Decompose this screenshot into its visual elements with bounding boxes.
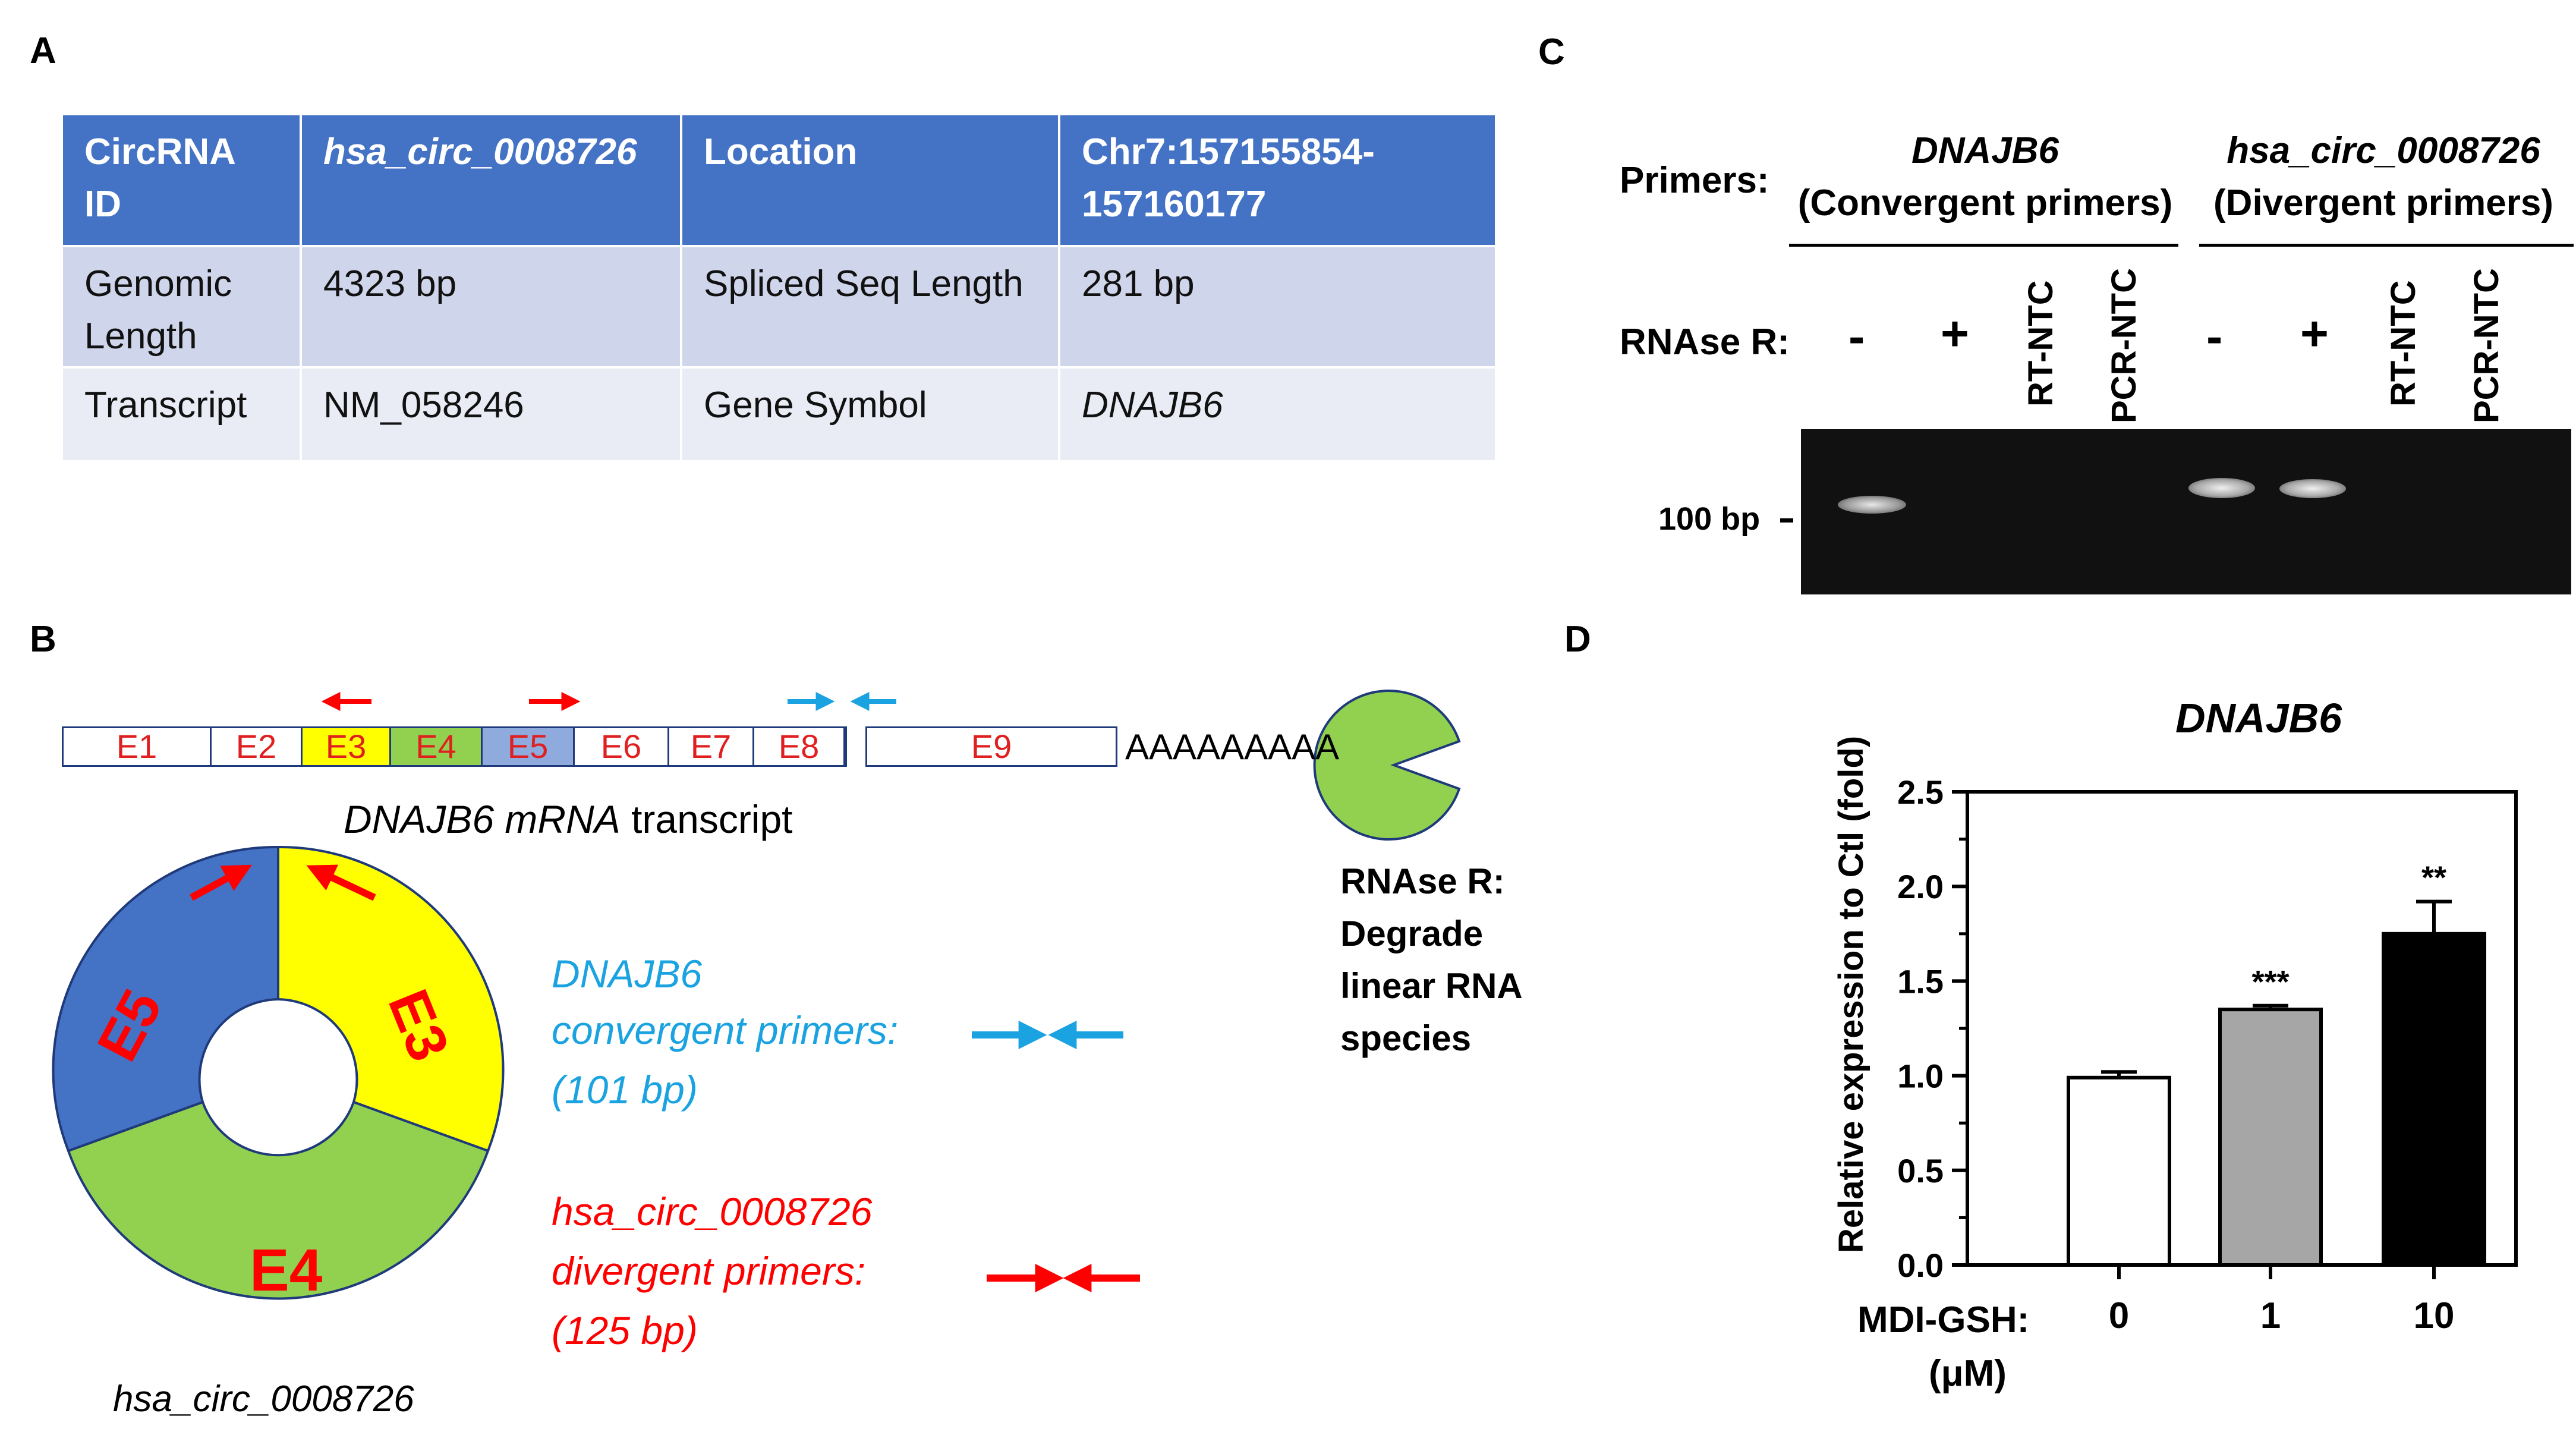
group2-underline (2199, 244, 2574, 247)
y-tick-label: 2.0 (1897, 868, 1944, 905)
lane-label: - (1848, 310, 1865, 364)
circrna-info-table: CircRNA ID hsa_circ_0008726 Location Chr… (63, 115, 1495, 460)
table-header-cell: Location (682, 115, 1058, 245)
y-tick-label: 0.5 (1897, 1152, 1944, 1189)
gel-band (2279, 479, 2346, 498)
divergent-legend: divergent primers: (552, 1249, 866, 1293)
divergent-legend: (125 bp) (552, 1308, 698, 1352)
panel-label-c: C (1538, 32, 1565, 73)
lane-label: + (1941, 307, 1969, 361)
convergent-legend: (101 bp) (552, 1068, 698, 1112)
exon-box: E8 (752, 726, 845, 767)
group1-underline (1789, 244, 2178, 247)
ring-exon-label: E4 (250, 1237, 323, 1304)
panel-label-a: A (30, 30, 56, 71)
bar (2067, 1075, 2171, 1267)
x-axis-label: MDI-GSH: (1857, 1299, 2030, 1340)
bar (2382, 932, 2486, 1267)
significance-marker: ** (2421, 860, 2446, 896)
transcript-gene: DNAJB6 mRNA (344, 797, 621, 841)
rnase-r-icon (1313, 690, 1461, 841)
exon-box: E9 (865, 726, 1117, 767)
exon-box: E7 (667, 726, 754, 767)
circrna-name: hsa_circ_0008726 (113, 1379, 414, 1420)
gel-band (1838, 496, 1906, 514)
lane-label: - (2206, 310, 2223, 364)
rnase-desc: RNAse R: (1340, 861, 1505, 901)
marker-tick (1780, 518, 1793, 523)
divergent-legend: hsa_circ_0008726 (552, 1189, 873, 1233)
primer-arrow-icon (190, 864, 252, 901)
x-tick-label: 1 (2260, 1295, 2281, 1336)
rnase-label: RNAse R: (1620, 322, 1790, 363)
table-header-cell: Chr7:157155854-157160177 (1060, 115, 1495, 245)
y-tick-label: 1.5 (1897, 962, 1944, 1000)
marker-label: 100 bp (1658, 501, 1761, 537)
table-cell: 281 bp (1060, 247, 1495, 366)
table-header-cell: hsa_circ_0008726 (302, 115, 680, 245)
table-cell: Transcript (63, 369, 300, 460)
transcript-word: transcript (620, 797, 793, 841)
group1-type: (Convergent primers) (1797, 182, 2173, 224)
agarose-gel-image (1801, 429, 2571, 594)
y-tick-label: 1.0 (1897, 1058, 1944, 1095)
exon-box: E3 (301, 726, 391, 767)
x-axis-unit: (μM) (1929, 1353, 2007, 1394)
group2-type: (Divergent primers) (2213, 182, 2553, 224)
table-cell: Genomic Length (63, 247, 300, 366)
y-tick-label: 0.0 (1897, 1247, 1944, 1284)
table-header-cell: CircRNA ID (63, 115, 300, 245)
lane-label: + (2300, 307, 2329, 361)
table-cell: NM_058246 (302, 369, 680, 460)
rnase-desc: Degrade (1340, 914, 1484, 953)
bar (2218, 1008, 2323, 1267)
primers-label: Primers: (1620, 160, 1769, 201)
x-tick-label: 0 (2109, 1295, 2129, 1336)
exon-box: E6 (573, 726, 669, 767)
rnase-desc: species (1340, 1018, 1472, 1058)
group1-gene: DNAJB6 (1911, 130, 2059, 171)
circrna-ring-icon (52, 845, 505, 1300)
table-cell: Gene Symbol (682, 369, 1058, 460)
convergent-legend: convergent primers: (552, 1008, 899, 1052)
table-cell: DNAJB6 (1060, 369, 1495, 460)
panel-label-d: D (1564, 619, 1591, 660)
group2-gene: hsa_circ_0008726 (2227, 130, 2540, 171)
exon-box: E1 (62, 726, 212, 767)
table-cell: Spliced Seq Length (682, 247, 1058, 366)
chart-title: DNAJB6 (2175, 695, 2342, 741)
exon-box: E4 (389, 726, 483, 767)
convergent-legend: DNAJB6 (552, 952, 703, 996)
x-tick-label: 10 (2414, 1295, 2455, 1336)
rnase-desc: linear RNA (1340, 966, 1523, 1006)
primer-arrow-icon (306, 864, 376, 901)
polya-tail: AAAAAAAAA (1125, 727, 1340, 767)
gel-band (2188, 478, 2255, 498)
transcript-caption: DNAJB6 mRNA transcript (344, 797, 793, 842)
table-cell: 4323 bp (302, 247, 680, 366)
panel-label-b: B (30, 619, 56, 660)
significance-marker: *** (2251, 964, 2289, 1000)
y-tick-label: 2.5 (1897, 773, 1944, 811)
exon-box: E2 (210, 726, 303, 767)
